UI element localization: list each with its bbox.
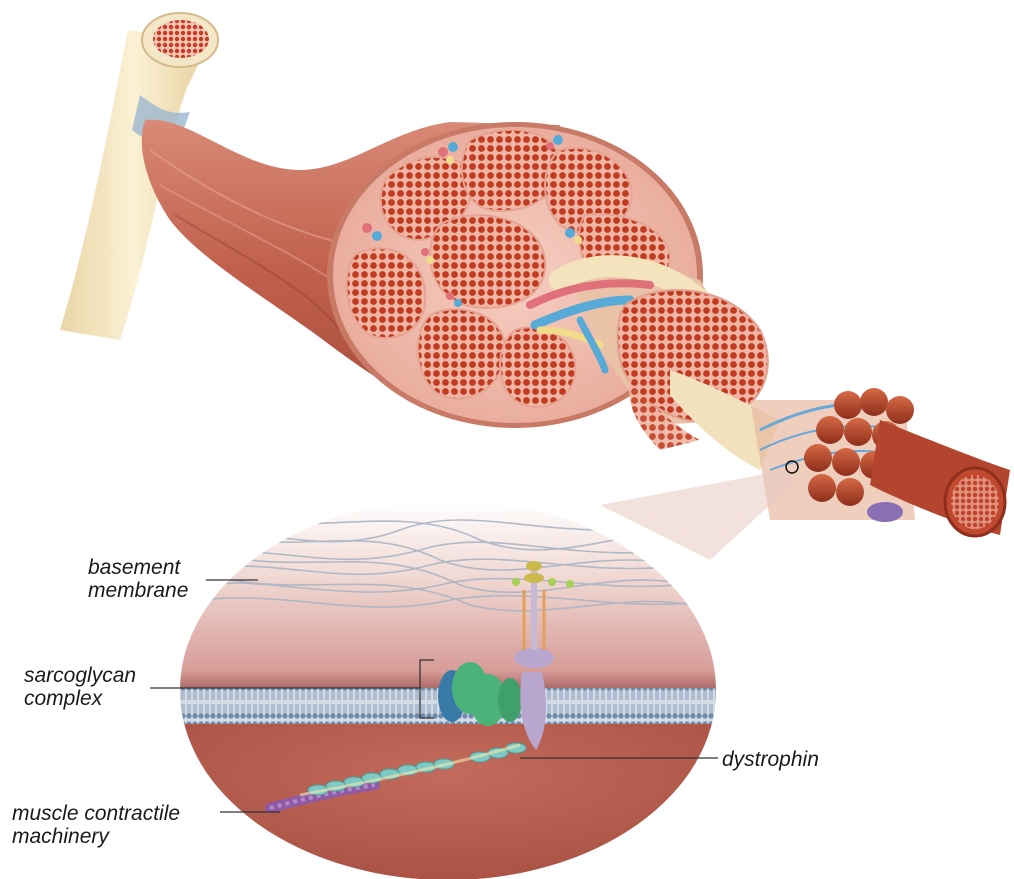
sarcoglycan-complex-line2: complex: [24, 687, 136, 710]
sarcoglycan-complex-label: sarcoglycan complex: [24, 664, 136, 710]
dystrophin-label: dystrophin: [722, 748, 819, 771]
zoom-detail: [170, 500, 730, 879]
muscle-contractile-machinery-label: muscle contractile machinery: [12, 802, 180, 848]
basement-membrane-line2: membrane: [88, 579, 188, 602]
basement-membrane-label: basement membrane: [88, 556, 188, 602]
basement-membrane-line1: basement: [88, 556, 188, 579]
muscle-contractile-line1: muscle contractile: [12, 802, 180, 825]
sarcoglycan-complex-line1: sarcoglycan: [24, 664, 136, 687]
zoom-cone: [600, 470, 795, 560]
muscle-contractile-line2: machinery: [12, 825, 180, 848]
